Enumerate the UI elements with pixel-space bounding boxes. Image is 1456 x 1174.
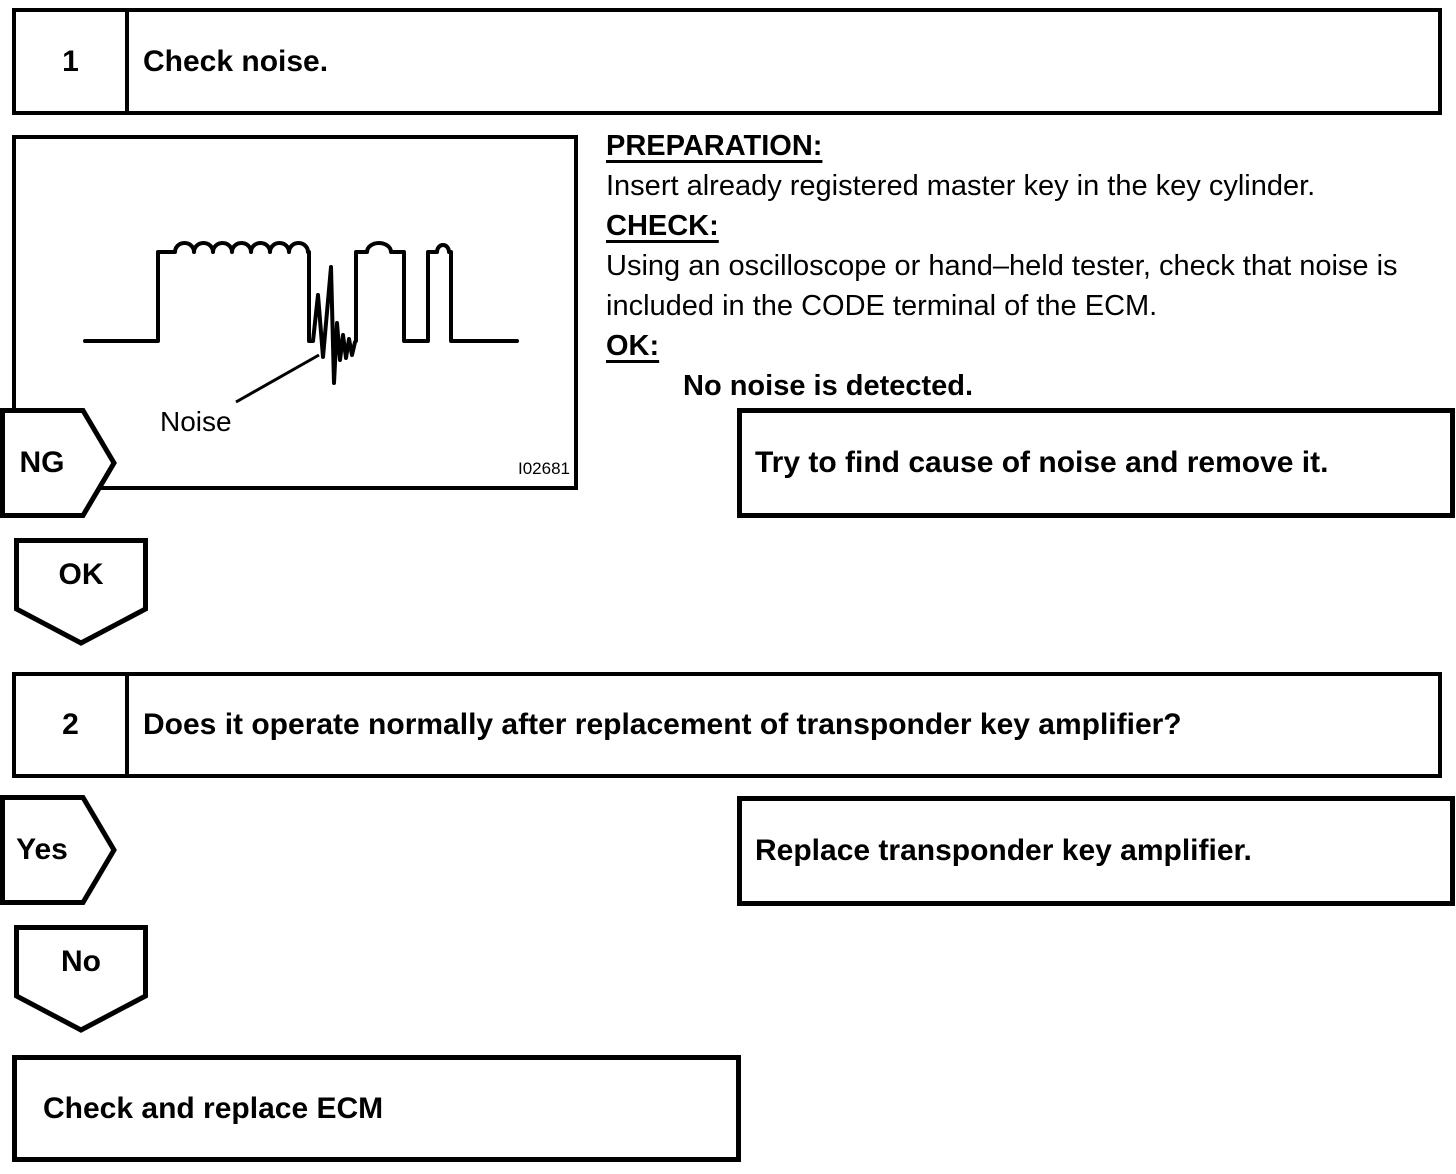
waveform-trace [83, 241, 519, 385]
ng-arrow-label: NG [19, 446, 65, 479]
ng-arrow-shape [0, 408, 117, 518]
oscilloscope-figure: Noise I02681 [12, 135, 578, 490]
instructions-block: PREPARATION: Insert already registered m… [606, 126, 1452, 406]
yes-arrow-shape [0, 795, 117, 905]
final-action-box: Check and replace ECM [12, 1055, 741, 1162]
ng-arrow: NG [0, 408, 117, 518]
no-connector: No [14, 925, 148, 1033]
step-2-box: 2 Does it operate normally after replace… [12, 672, 1442, 778]
ok-heading: OK: [606, 330, 660, 362]
no-connector-label: No [61, 945, 101, 978]
check-body-line1: Using an oscilloscope or hand–held teste… [606, 250, 1398, 282]
ok-connector-label: OK [58, 558, 104, 591]
ng-action-box: Try to find cause of noise and remove it… [737, 408, 1455, 518]
ok-result: No noise is detected. [683, 370, 974, 402]
yes-arrow: Yes [0, 795, 117, 905]
check-body-line2: included in the CODE terminal of the ECM… [606, 290, 1158, 322]
preparation-body: Insert already registered master key in … [606, 170, 1316, 202]
figure-code: I02681 [518, 459, 570, 478]
yes-arrow-label: Yes [16, 833, 68, 866]
noise-leader-line [235, 353, 320, 404]
step-2-number: 2 [16, 676, 129, 774]
step-2-title: Does it operate normally after replaceme… [143, 708, 1182, 741]
preparation-heading: PREPARATION: [606, 130, 823, 162]
ok-connector-shape [14, 538, 148, 646]
yes-action-box: Replace transponder key amplifier. [737, 796, 1455, 906]
step-1-title: Check noise. [143, 44, 329, 78]
check-heading: CHECK: [606, 210, 719, 242]
step-1-number: 1 [16, 12, 129, 111]
waveform-diagram: Noise I02681 [83, 241, 570, 478]
no-connector-shape [14, 925, 148, 1033]
ok-connector: OK [14, 538, 148, 646]
step-1-box: 1 Check noise. [12, 8, 1442, 115]
noise-label: Noise [160, 406, 232, 437]
